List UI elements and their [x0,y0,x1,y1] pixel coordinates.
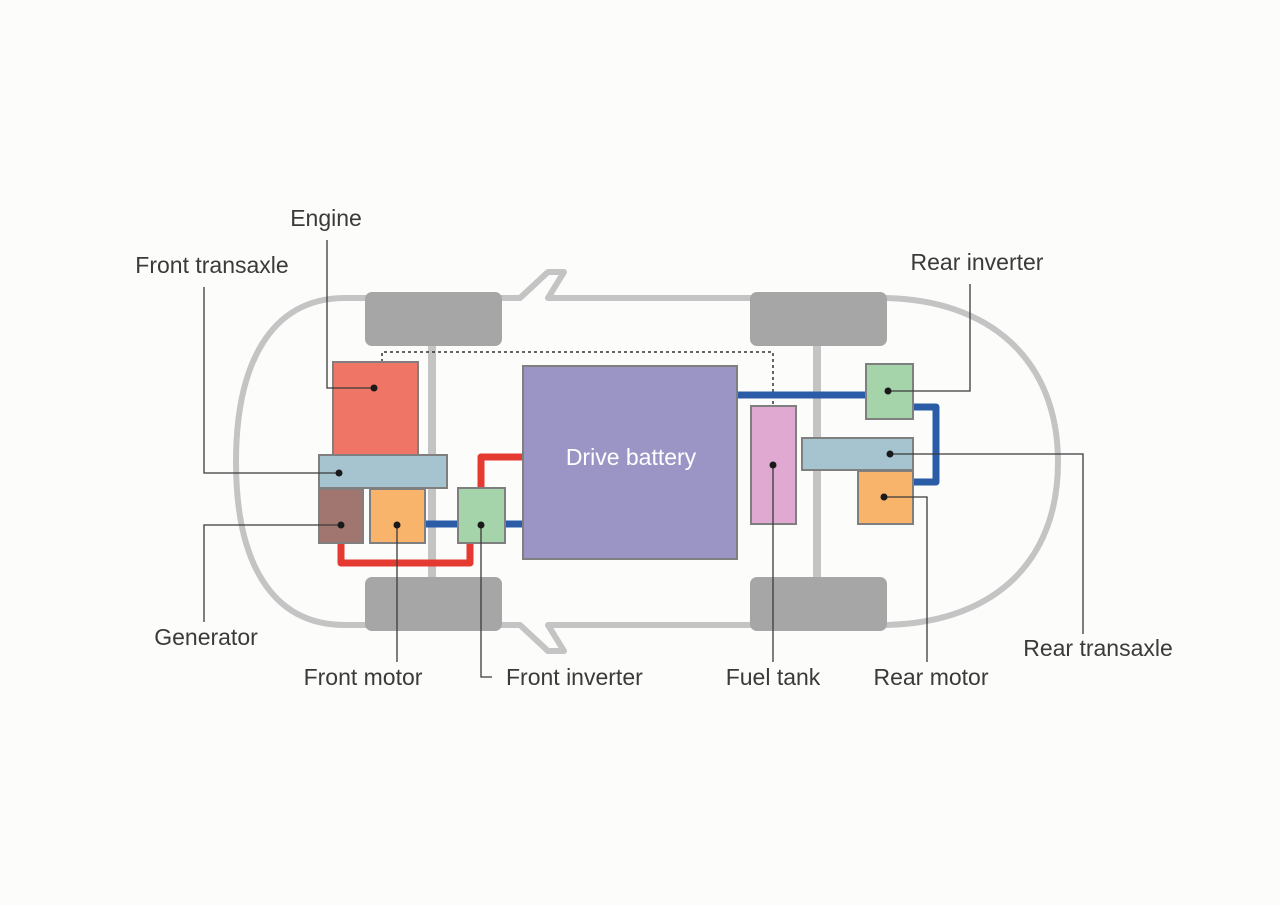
generator-leader [203,524,341,622]
car-body-outline [233,269,1061,654]
rear-motor-leader [884,496,928,662]
rear-inverter-leader [888,284,971,392]
front-transaxle-label: Front transaxle [135,252,288,278]
front-left-wheel [365,292,502,346]
front-inverter-leader [480,525,492,678]
front-transaxle-dot [335,469,343,477]
engine-block [332,361,419,457]
front-transaxle-leader [203,287,339,474]
front-inverter-dot [477,521,485,529]
generator-label: Generator [154,624,258,650]
rear-right-wheel [750,577,887,631]
generator-dot [337,521,345,529]
generator-block [318,488,364,544]
rear-inverter-label: Rear inverter [911,249,1044,275]
generator-inverter-wire [337,543,474,567]
rear-inverter-dot [884,387,892,395]
drive-battery-label: Drive battery [566,444,697,470]
fuel-line [381,351,774,406]
rear-inverter-motor-wire [913,403,940,486]
rear-motor-label: Rear motor [873,664,988,690]
fuel-tank-dot [769,461,777,469]
front-right-wheel [365,577,502,631]
engine-dot [370,384,378,392]
rear-motor-dot [880,493,888,501]
engine-label: Engine [290,205,362,231]
rear-left-wheel [750,292,887,346]
fuel-tank-label: Fuel tank [726,664,821,690]
rear-transaxle-label: Rear transaxle [1023,635,1173,661]
drive-battery-block [522,365,738,560]
front-motor-label: Front motor [304,664,423,690]
battery-inverter-wire [477,453,523,490]
rear-transaxle-leader [890,453,1084,634]
front-inverter-label: Front inverter [506,664,643,690]
rear-transaxle-dot [886,450,894,458]
engine-leader [326,240,374,389]
front-motor-dot [393,521,401,529]
